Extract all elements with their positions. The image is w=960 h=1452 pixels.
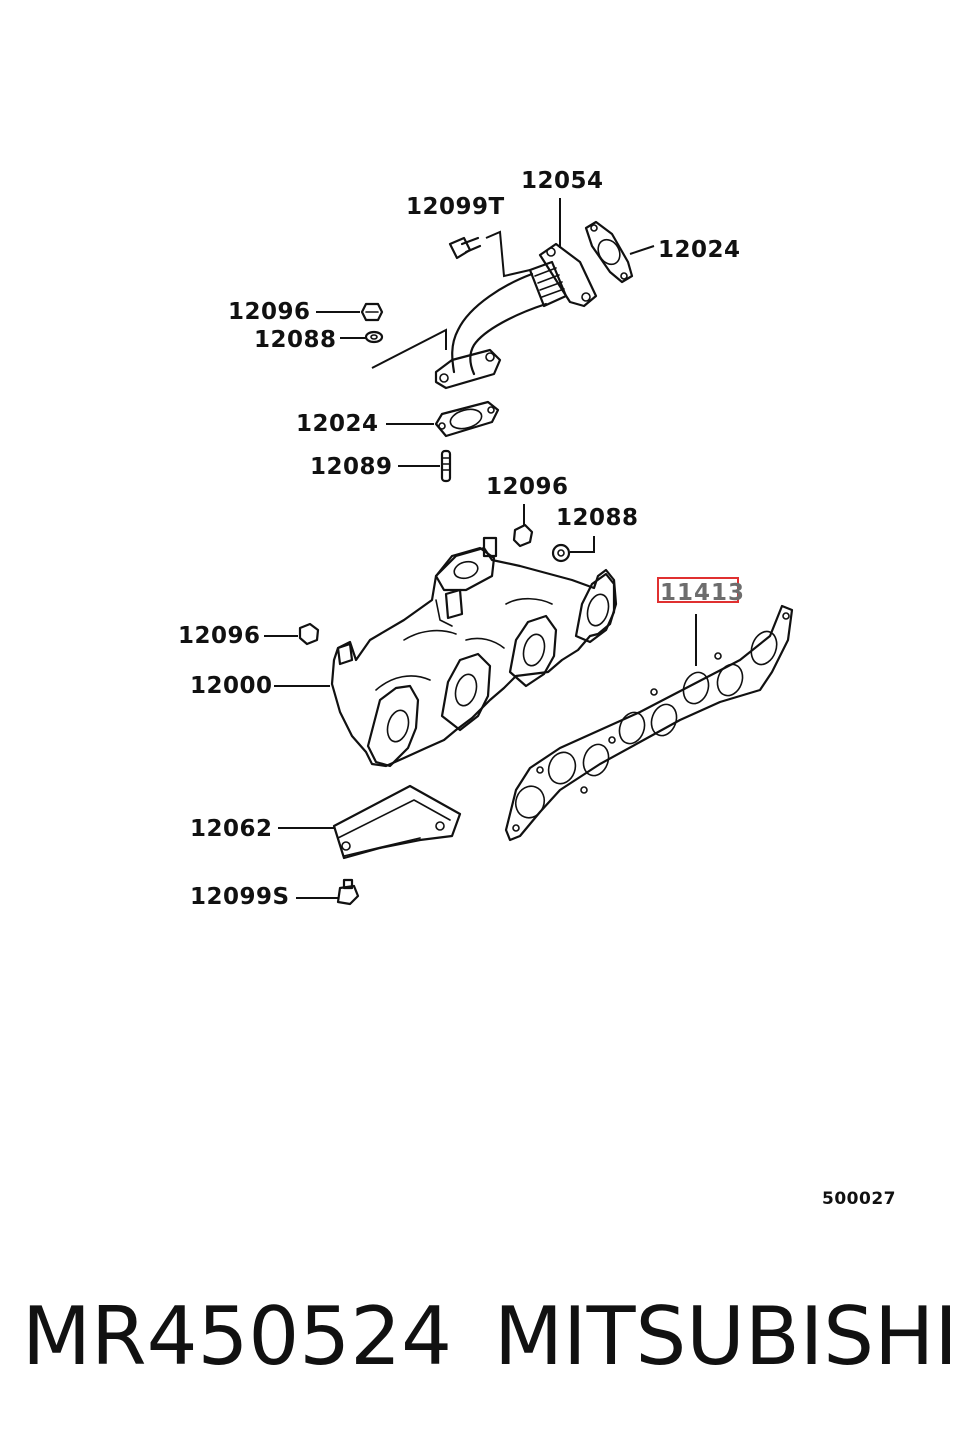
- washer-part-12088-mid: [551, 543, 571, 563]
- label-12024-top: 12024: [658, 237, 741, 263]
- nut-part-12096-top: [360, 302, 384, 322]
- gasket-part-12024-top: [584, 220, 634, 284]
- bolt-part-12099T: [448, 236, 482, 260]
- gasket-part-11413: [504, 604, 794, 842]
- label-12062: 12062: [190, 816, 273, 842]
- label-12054: 12054: [521, 168, 604, 194]
- bolt-part-12099S: [336, 878, 360, 906]
- nut-part-12096-left: [298, 622, 320, 646]
- label-12088-mid: 12088: [556, 505, 639, 531]
- footer-caption: MR450524 MITSUBISHI: [0, 1290, 960, 1390]
- stud-part-12089: [440, 449, 452, 483]
- label-12096-mid: 12096: [486, 474, 569, 500]
- label-12024-mid: 12024: [296, 411, 379, 437]
- label-11413-highlighted: 11413: [660, 580, 745, 606]
- part-number: MR450524: [22, 1290, 452, 1383]
- label-12088-top: 12088: [254, 327, 337, 353]
- leader-lines: [264, 198, 697, 899]
- label-12096-left: 12096: [178, 623, 261, 649]
- egr-pipe-part-12054: [434, 242, 598, 390]
- label-12089: 12089: [310, 454, 393, 480]
- exhaust-manifold-part-12000: [330, 536, 618, 768]
- diagram-reference-code: 500027: [822, 1189, 896, 1209]
- brand-name: MITSUBISHI: [494, 1290, 958, 1383]
- label-12099T: 12099T: [406, 194, 505, 220]
- highlight-box: [657, 577, 739, 603]
- bracket-part-12062: [332, 784, 462, 860]
- gasket-part-12024-mid: [434, 400, 500, 438]
- label-12099S: 12099S: [190, 884, 290, 910]
- label-12000: 12000: [190, 673, 273, 699]
- label-12096-top: 12096: [228, 299, 311, 325]
- washer-part-12088-top: [364, 330, 384, 344]
- nut-part-12096-mid: [512, 523, 534, 548]
